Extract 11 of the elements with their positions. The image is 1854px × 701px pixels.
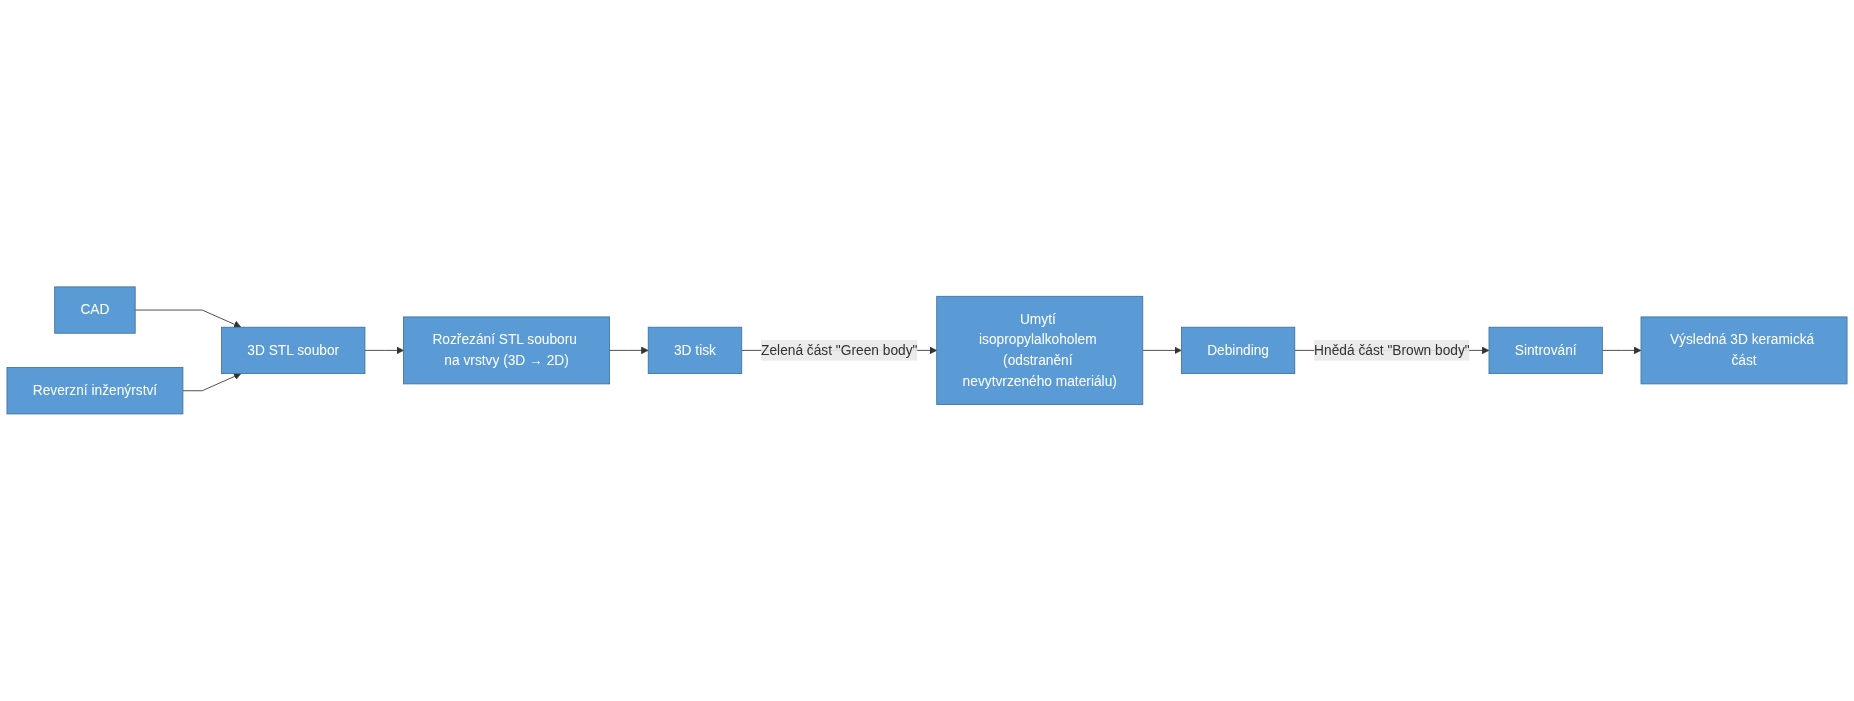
node-box: Umytí isopropylalkoholem (odstranění nevytvrzeného materiálu) <box>936 296 1144 405</box>
node-box: 3D STL soubor <box>221 326 366 375</box>
node-box: Výsledná 3D keramická část <box>1640 316 1848 385</box>
node-box: Rozřezání STL souboru na vrstvy (3D → 2D) <box>403 316 611 385</box>
edge-label: Hnědá část "Brown body" <box>1314 342 1470 358</box>
edge-label: Zelená část "Green body" <box>761 342 918 358</box>
node-box: Sintrování <box>1488 326 1603 375</box>
node-box: 3D tisk <box>647 326 743 375</box>
node-box: Debinding <box>1180 326 1296 375</box>
node-box: Reverzní inženýrství <box>6 367 184 415</box>
node-box: CAD <box>54 286 136 334</box>
